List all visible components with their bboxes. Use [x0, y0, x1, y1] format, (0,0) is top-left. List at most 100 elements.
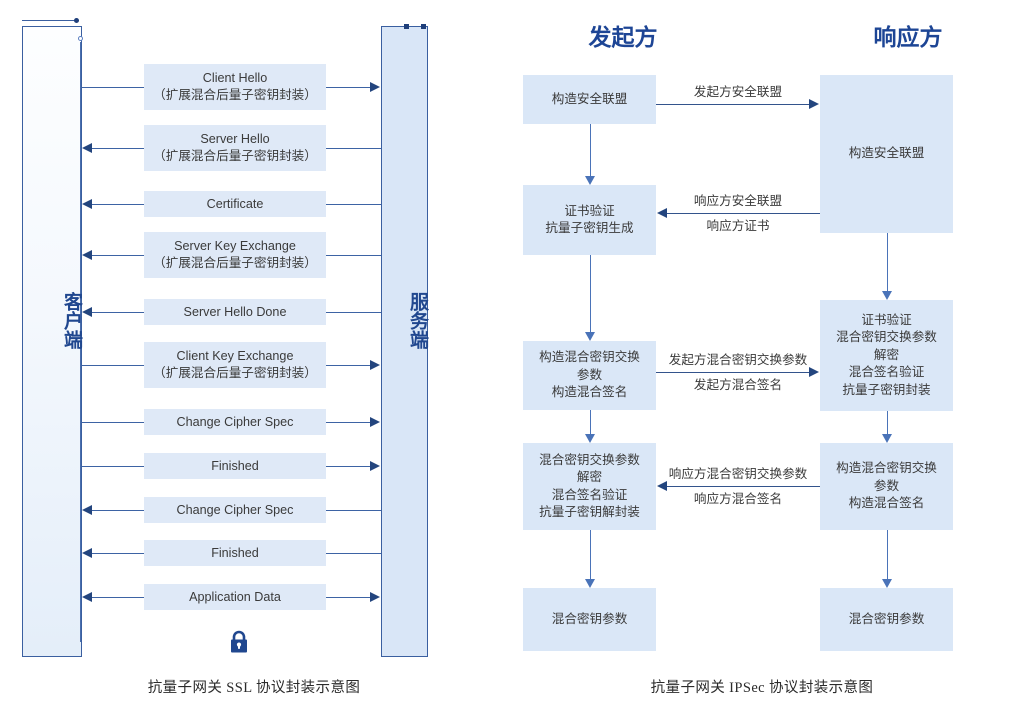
initiator-step-box: 混合密钥参数: [523, 588, 656, 651]
initiator-flow-connector-arrowhead: [584, 176, 595, 185]
ssl-message-box: Client Key Exchange （扩展混合后量子密钥封装）: [144, 342, 326, 388]
ssl-arrow-to-server: [370, 82, 380, 92]
connector-origin-dot: [78, 36, 83, 41]
ssl-message-line-right: [326, 422, 370, 423]
ssl-arrow-to-client: [82, 548, 92, 558]
client-top-connector: [22, 20, 79, 21]
client-lifeline: [22, 26, 82, 657]
process-line: 混合密钥参数: [551, 611, 628, 626]
ssl-arrow-to-client: [82, 592, 92, 602]
ipsec-arrow-to-responder: [809, 99, 819, 109]
ssl-message-title: Server Key Exchange: [174, 239, 296, 253]
ssl-message-line-right: [326, 312, 381, 313]
ssl-message-title: Change Cipher Spec: [176, 414, 294, 429]
initiator-step-box: 混合密钥交换参数解密混合签名验证抗量子密钥解封装: [523, 443, 656, 530]
ssl-message-line-right: [326, 510, 381, 511]
ssl-arrow-to-server: [370, 592, 380, 602]
responder-flow-connector-arrowhead: [881, 434, 892, 443]
ssl-message-title: Client Key Exchange: [176, 349, 294, 363]
initiator-step-box: 构造安全联盟: [523, 75, 656, 124]
ipsec-transition-line: [667, 486, 820, 487]
initiator-title: 发起方: [588, 24, 658, 50]
process-line: 混合密钥交换参数: [836, 330, 937, 345]
process-line: 混合密钥参数: [848, 611, 925, 626]
ssl-message-box: Change Cipher Spec: [144, 497, 326, 523]
ssl-message-line-left: [92, 204, 144, 205]
client-label: 客户端: [61, 292, 82, 349]
ssl-message-box: Application Data: [144, 584, 326, 610]
process-line: 混合签名验证: [848, 365, 925, 380]
ssl-message-line-right: [326, 466, 370, 467]
ssl-message-line-right: [326, 365, 370, 366]
ssl-message-line-right: [326, 553, 381, 554]
ssl-message-line-right: [326, 255, 381, 256]
ssl-message-title: Finished: [211, 545, 259, 560]
ssl-message-box: Server Hello（扩展混合后量子密钥封装）: [144, 125, 326, 171]
initiator-flow-connector-arrowhead: [584, 332, 595, 341]
ssl-arrow-to-client: [82, 199, 92, 209]
server-lifeline: [381, 26, 428, 657]
process-line: 解密: [873, 347, 900, 362]
ipsec-transition-line: [656, 104, 809, 105]
process-line: 参数: [576, 367, 603, 382]
server-label: 服务端: [407, 292, 428, 349]
ssl-message-line-left: [81, 365, 144, 366]
ssl-message-subtitle: （扩展混合后量子密钥封装）: [153, 88, 317, 102]
responder-step-box: 混合密钥参数: [820, 588, 953, 651]
ssl-message-box: Server Key Exchange （扩展混合后量子密钥封装）: [144, 232, 326, 278]
ssl-message-title: Certificate: [206, 196, 264, 211]
server-handle-right-icon: [421, 23, 426, 29]
ssl-diagram: 客户端 服务端 Client Hello（扩展混合后量子密钥封装）Server …: [22, 17, 428, 696]
process-line: 构造混合密钥交换: [836, 461, 937, 476]
initiator-flow-connector-arrowhead: [584, 579, 595, 588]
process-line: 混合签名验证: [551, 487, 628, 502]
ssl-message-line-right: [326, 87, 370, 88]
ipsec-arrow-to-initiator: [657, 208, 667, 218]
ssl-message-line-left: [81, 87, 144, 88]
responder-flow-connector: [886, 411, 888, 435]
ssl-message-line-left: [92, 510, 144, 511]
initiator-step-box: 证书验证抗量子密钥生成: [523, 185, 656, 255]
ipsec-arrow-to-responder: [809, 367, 819, 377]
responder-step-box: 构造混合密钥交换参数构造混合签名: [820, 443, 953, 530]
ssl-message-line-left: [92, 597, 144, 598]
ssl-message-line-left: [81, 422, 144, 423]
ssl-message-title: Change Cipher Spec: [176, 502, 294, 517]
process-line: 构造混合签名: [848, 496, 925, 511]
ssl-message-line-left: [92, 312, 144, 313]
responder-flow-connector-arrowhead: [881, 291, 892, 300]
process-line: 构造安全联盟: [848, 146, 925, 161]
process-line: 构造混合密钥交换: [539, 350, 640, 365]
ipsec-transition-label-bottom: 响应方混合签名: [693, 492, 783, 506]
ssl-arrow-to-server: [370, 461, 380, 471]
responder-flow-connector-arrowhead: [881, 579, 892, 588]
ssl-message-subtitle: （扩展混合后量子密钥封装）: [153, 256, 317, 270]
process-line: 混合密钥交换参数: [539, 452, 640, 467]
initiator-flow-connector: [589, 530, 591, 580]
process-line: 证书验证: [861, 312, 912, 327]
responder-flow-connector: [886, 530, 888, 580]
process-line: 参数: [873, 478, 900, 493]
ssl-arrow-to-server: [370, 360, 380, 370]
ipsec-transition-label-bottom: 发起方混合签名: [693, 378, 783, 392]
ssl-message-line-left: [92, 148, 144, 149]
ssl-message-title: Server Hello: [200, 132, 270, 146]
ipsec-transition-line: [656, 372, 809, 373]
ssl-message-box: Certificate: [144, 191, 326, 217]
ssl-message-subtitle: （扩展混合后量子密钥封装）: [153, 366, 317, 380]
process-line: 构造安全联盟: [551, 91, 628, 106]
ipsec-caption: 抗量子网关 IPSec 协议封装示意图: [650, 680, 874, 696]
responder-step-box: 证书验证混合密钥交换参数解密混合签名验证抗量子密钥封装: [820, 300, 953, 411]
ssl-message-line-right: [326, 204, 381, 205]
ssl-message-title: Server Hello Done: [183, 304, 287, 319]
responder-flow-connector: [886, 233, 888, 292]
ssl-message-box: Finished: [144, 540, 326, 566]
ipsec-transition-label-top: 发起方混合密钥交换参数: [668, 353, 808, 367]
ssl-arrow-to-server: [370, 417, 380, 427]
initiator-flow-connector-arrowhead: [584, 434, 595, 443]
ipsec-transition-label-top: 响应方混合密钥交换参数: [668, 467, 808, 481]
client-stem-line: [80, 42, 81, 642]
process-line: 抗量子密钥解封装: [539, 505, 640, 519]
ipsec-transition-label-top: 响应方安全联盟: [693, 194, 783, 208]
ipsec-arrow-to-initiator: [657, 481, 667, 491]
